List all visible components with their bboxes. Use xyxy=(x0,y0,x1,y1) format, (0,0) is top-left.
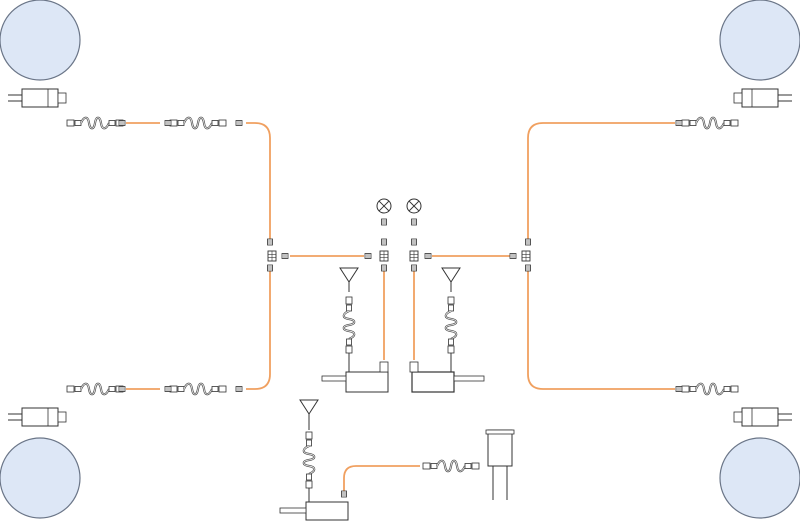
flex-hose-bottom xyxy=(421,459,481,473)
tee-junction-right xyxy=(521,250,531,262)
fitting xyxy=(267,238,273,246)
fitting xyxy=(411,218,417,226)
flex-hose-rr xyxy=(680,382,740,396)
flex-hose-rl-2 xyxy=(168,382,228,396)
fitting xyxy=(424,253,432,259)
flex-hose-fl-2 xyxy=(168,116,228,130)
flex-hose-rl-1 xyxy=(65,382,125,396)
fitting xyxy=(381,218,387,226)
master-cylinder-left xyxy=(321,361,389,393)
fitting xyxy=(235,120,243,126)
fitting xyxy=(525,264,531,272)
flex-hose-fl-1 xyxy=(65,116,125,130)
fitting xyxy=(675,120,683,126)
line-fl-2 xyxy=(246,122,271,240)
master-cylinder-right xyxy=(409,361,485,393)
fitting xyxy=(118,386,126,392)
tee-junction-center-left xyxy=(379,250,389,262)
reservoir-left-assembly xyxy=(339,267,359,374)
fitting xyxy=(118,120,126,126)
fitting xyxy=(509,253,517,259)
fitting xyxy=(267,264,273,272)
reservoir-bottom-assembly xyxy=(299,399,319,502)
fitting xyxy=(235,386,243,392)
hard-brake-lines xyxy=(126,122,675,492)
fitting xyxy=(381,238,387,246)
fitting xyxy=(164,386,172,392)
rear-right-wheel-cylinder xyxy=(733,407,793,427)
line-fr xyxy=(527,122,675,240)
rear-right-wheel xyxy=(719,437,800,519)
pressure-gauge-right xyxy=(406,198,422,214)
rear-left-wheel-cylinder xyxy=(7,407,67,427)
tee-junction-left xyxy=(267,250,277,262)
line-rr xyxy=(527,266,675,390)
line-bottom xyxy=(343,465,420,492)
fitting xyxy=(364,253,372,259)
fitting xyxy=(381,264,387,272)
flex-hose-fr xyxy=(680,116,740,130)
brake-light-switch xyxy=(485,429,515,500)
fitting xyxy=(411,264,417,272)
front-right-wheel xyxy=(719,0,800,81)
fitting xyxy=(164,120,172,126)
reservoir-right-assembly xyxy=(441,267,461,374)
line-rl-2 xyxy=(246,266,271,390)
front-left-wheel-cylinder xyxy=(7,88,67,108)
fitting xyxy=(411,238,417,246)
tee-junction-center-right xyxy=(409,250,419,262)
fitting xyxy=(281,253,289,259)
fitting xyxy=(525,238,531,246)
fitting xyxy=(675,386,683,392)
front-left-wheel xyxy=(0,0,81,81)
pressure-gauge-left xyxy=(376,198,392,214)
rear-left-wheel xyxy=(0,437,81,519)
front-right-wheel-cylinder xyxy=(733,88,793,108)
master-cylinder-bottom xyxy=(279,490,349,521)
